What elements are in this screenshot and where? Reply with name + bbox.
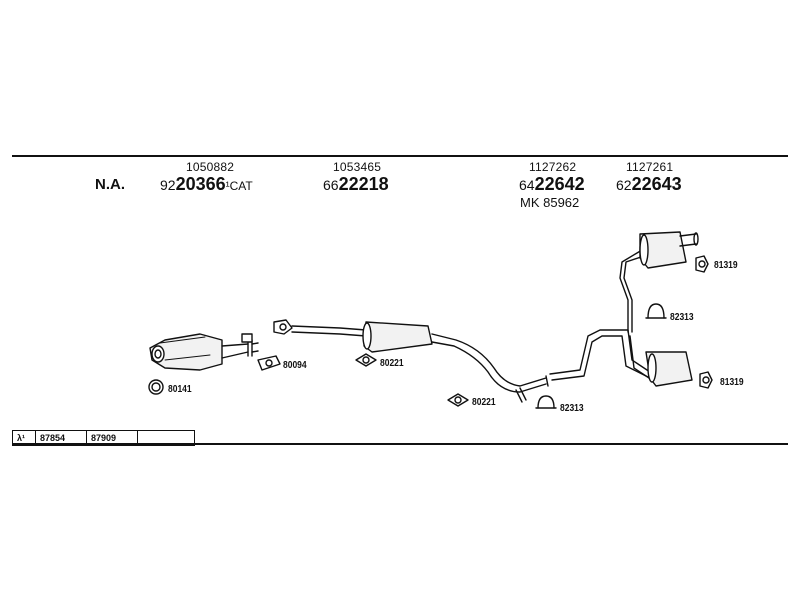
upper-rear-silencer[interactable] [619,231,699,333]
na-label: N.A. [95,176,125,193]
part-number-3[interactable]: 6422642 [519,174,585,194]
label-81319-top: 81319 [714,260,738,271]
rear-silencer-assembly[interactable] [549,329,693,387]
table-cell [138,431,194,445]
part-number-1[interactable]: 9220366¹CAT [160,174,253,194]
catalytic-converter[interactable] [149,333,259,371]
rubber-ring-80141-icon[interactable] [148,379,164,395]
lambda-symbol: λ¹ [13,431,36,445]
oe-number-2: 1053465 [333,160,382,174]
lambda-sensor-table: λ¹ 87854 87909 [12,430,195,446]
oe-number-3: 1127262 [529,160,577,174]
gasket-80221b-icon[interactable] [447,393,469,407]
oe-number-1: 1050882 [186,160,235,174]
middle-silencer-pipe[interactable] [291,321,549,403]
top-rule [12,155,788,157]
clamp-82313a-icon[interactable] [645,303,667,319]
label-80221-left: 80221 [380,358,404,369]
gasket-80221a-icon[interactable] [355,353,377,367]
part-number-2[interactable]: 6622218 [323,174,389,194]
label-80141: 80141 [168,384,192,395]
label-81319-bottom: 81319 [720,377,744,388]
table-cell[interactable]: 87909 [87,431,138,445]
gasket-80094-icon[interactable] [257,355,281,371]
mk-number: MK 85962 [520,195,580,210]
front-flange[interactable] [273,319,293,335]
label-80221-right: 80221 [472,397,496,408]
clamp-82313b-icon[interactable] [535,395,557,409]
rubber-mount-81319a-icon[interactable] [695,255,709,273]
label-80094: 80094 [283,360,307,371]
part-number-4[interactable]: 6222643 [616,174,682,194]
label-82313-bottom: 82313 [560,403,584,414]
bottom-rule [12,443,788,445]
table-cell[interactable]: 87854 [36,431,87,445]
label-82313-top: 82313 [670,312,694,323]
oe-number-4: 1127261 [626,160,674,174]
rubber-mount-81319b-icon[interactable] [699,371,713,389]
